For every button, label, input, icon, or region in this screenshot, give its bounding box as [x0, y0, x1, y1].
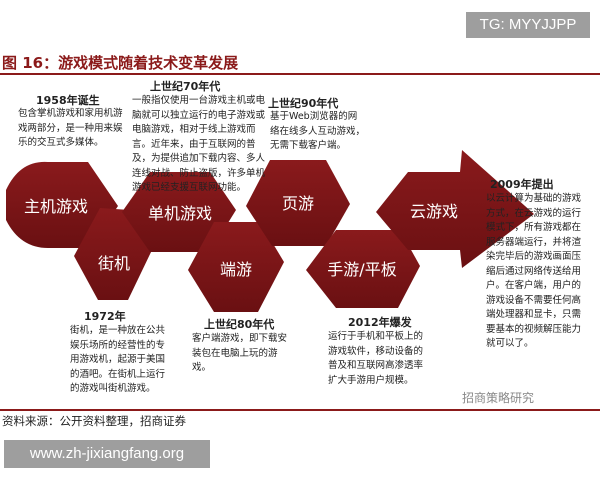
bottom-rule: [0, 409, 600, 411]
desc-client: 客户端游戏，即下载安装包在电脑上玩的游戏。: [192, 333, 288, 373]
stage-shape-cloud: [376, 150, 534, 268]
stage-label-web: 页游: [281, 194, 315, 213]
stage-label-console: 主机游戏: [23, 197, 89, 216]
desc-single: 一般指仅使用一台游戏主机或电脑就可以独立运行的电子游戏或电脑游戏，相对于线上游戏…: [132, 95, 266, 193]
stage-label-client: 端游: [219, 260, 253, 279]
site-watermark: www.zh-jixiangfang.org: [4, 440, 210, 468]
desc-console: 包含掌机游戏和家用机游戏两部分，是一种用来娱乐的交互式多媒体。: [18, 108, 123, 148]
era-arcade: 1972年: [84, 310, 126, 323]
era-cloud: 2009年提出: [490, 178, 554, 191]
desc-cloud: 以云计算为基础的游戏方式，在云游戏的运行模式下，所有游戏都在服务器端运行，并将渲…: [486, 193, 582, 349]
stage-shape-mobile: [306, 230, 420, 308]
era-web: 上世纪90年代: [268, 97, 339, 110]
stage-shape-client: [188, 222, 284, 312]
era-single: 上世纪70年代: [150, 80, 221, 93]
stage-label-arcade: 街机: [97, 254, 131, 273]
top-rule: [0, 73, 600, 75]
stage-label-cloud: 云游戏: [409, 202, 459, 221]
era-client: 上世纪80年代: [204, 318, 275, 331]
wechat-watermark: 招商策略研究: [462, 391, 535, 405]
stage-shape-single: [122, 172, 236, 252]
stage-label-single: 单机游戏: [147, 204, 213, 223]
figure-title: 图 16：游戏模式随着技术变革发展: [2, 54, 239, 72]
telegram-watermark: TG: MYYJJPP: [466, 12, 590, 38]
era-mobile: 2012年爆发: [348, 316, 412, 329]
desc-mobile: 运行于手机和平板上的游戏软件，移动设备的普及和互联网高渗透率扩大手游用户规模。: [328, 331, 424, 386]
desc-arcade: 街机，是一种放在公共娱乐场所的经营性的专用游戏机，起源于美国的酒吧。在街机上运行…: [70, 325, 166, 394]
source-note: 资料来源：公开资料整理，招商证券: [2, 414, 186, 428]
stage-shape-arcade: [74, 208, 152, 300]
desc-web: 基于Web浏览器的网络在线多人互动游戏，无需下载客户端。: [270, 111, 366, 151]
era-console: 1958年诞生: [36, 94, 100, 107]
stage-shape-web: [246, 160, 350, 246]
stage-label-mobile: 手游/平板: [327, 260, 397, 279]
